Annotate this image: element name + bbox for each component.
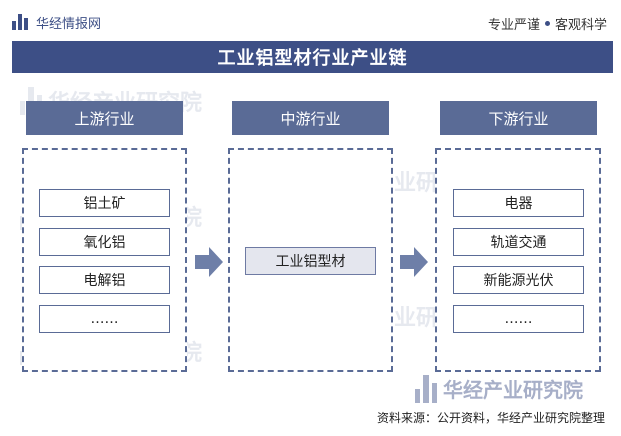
upstream-item: …… (39, 305, 170, 333)
midstream-item: 工业铝型材 (245, 247, 376, 275)
bullet-dot-icon (544, 21, 550, 26)
downstream-item: 电器 (453, 189, 584, 217)
arrow-right-icon (195, 247, 223, 277)
downstream-item: …… (453, 305, 584, 333)
watermark-logo-icon (415, 374, 437, 403)
brand-name: 华经情报网 (36, 16, 102, 32)
upstream-item: 铝土矿 (39, 189, 170, 217)
tagline: 专业严谨 客观科学 (488, 14, 607, 33)
watermark: 华经产业研究院 (415, 374, 583, 403)
brand: 华经情报网 (12, 12, 101, 32)
upstream-item: 氧化铝 (39, 228, 170, 256)
watermark-text: 华经产业研究院 (443, 378, 583, 402)
page-title: 工业铝型材行业产业链 (12, 41, 613, 73)
tagline-right: 客观科学 (554, 18, 607, 33)
upstream-box (22, 148, 187, 372)
arrow-right-icon (400, 247, 428, 277)
upstream-item: 电解铝 (39, 266, 170, 294)
downstream-box (435, 148, 601, 372)
source-note: 资料来源：公开资料，华经产业研究院整理 (376, 411, 605, 425)
midstream-header: 中游行业 (232, 101, 389, 135)
downstream-item: 新能源光伏 (453, 266, 584, 294)
downstream-header: 下游行业 (440, 101, 597, 135)
tagline-left: 专业严谨 (487, 18, 540, 33)
brand-logo-icon (12, 14, 30, 30)
upstream-header: 上游行业 (26, 101, 183, 135)
downstream-item: 轨道交通 (453, 228, 584, 256)
